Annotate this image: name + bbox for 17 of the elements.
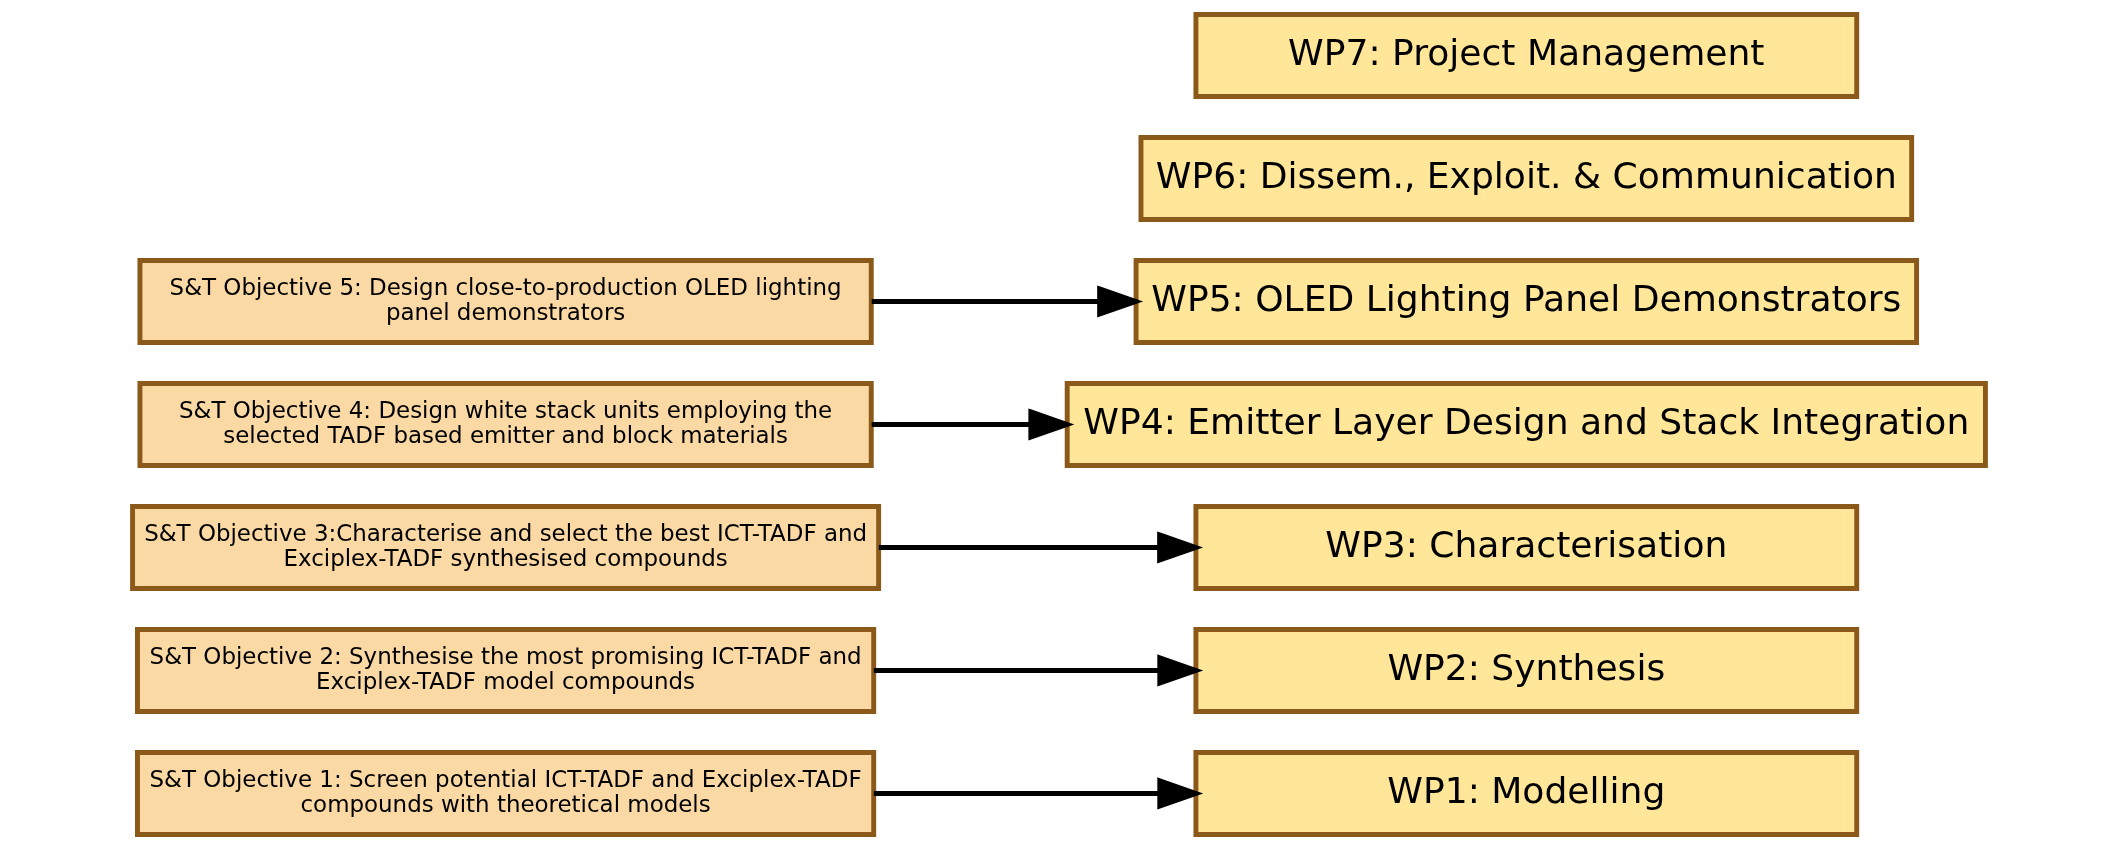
node-box: S&T Objective 2: Synthesise the most promising ICT-TADF and Exciplex-TADF model compounds (135, 627, 877, 714)
arrow (873, 654, 1204, 687)
node-box: WP2: Synthesis (1193, 627, 1860, 714)
node-box: WP5: OLED Lighting Panel Demonstrators (1133, 258, 1920, 345)
node-box: WP1: Modelling (1193, 750, 1860, 837)
node-box: S&T Objective 1: Screen potential ICT-TADF and Exciplex-TADF compounds with theoretical models (135, 750, 877, 837)
node-box: WP7: Project Management (1193, 12, 1860, 99)
node-box: S&T Objective 5: Design close-to-production OLED lighting panel demonstrators (137, 258, 874, 345)
node-box: WP6: Dissem., Exploit. & Communication (1138, 135, 1915, 222)
arrow (871, 285, 1144, 318)
node-box: S&T Objective 4: Design white stack units employing the selected TADF based emitter and block materials (137, 381, 874, 468)
node-box: S&T Objective 3:Characterise and select the best ICT-TADF and Exciplex-TADF synthesised compounds (130, 504, 882, 591)
arrow (873, 777, 1204, 810)
node-box: WP4: Emitter Layer Design and Stack Integration (1064, 381, 1988, 468)
arrow (878, 531, 1204, 564)
node-box: WP3: Characterisation (1193, 504, 1860, 591)
arrow (871, 408, 1075, 441)
